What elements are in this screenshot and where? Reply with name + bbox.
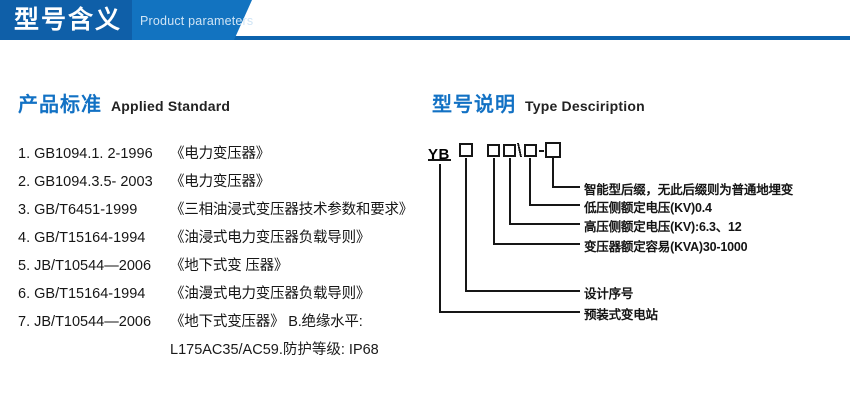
standard-name: 《油漫式电力变压器负载导则》 xyxy=(170,286,371,302)
annotation-design-serial: 设计序号 xyxy=(584,287,634,301)
type-code-diagram: YB 智能型后缀，无此后缀则为普通地埋变 低压侧额定电压(KV)0.4 高压侧额… xyxy=(420,140,850,340)
standard-code: 3. GB/T6451-1999 xyxy=(18,202,138,218)
list-item: 7. JB/T10544—2006 《地下式变压器》 B.绝缘水平: xyxy=(18,310,438,338)
section-heading-type-description: 型号说明 Type Desciription xyxy=(432,88,645,117)
list-item: 2. GB1094.3.5- 2003 《电力变压器》 xyxy=(18,170,438,198)
annotation-smart-suffix: 智能型后缀，无此后缀则为普通地埋变 xyxy=(584,183,794,197)
standard-name-continuation: L175AC35/AC59.防护等级: IP68 xyxy=(170,342,379,358)
header-title-cn: 型号含义 xyxy=(14,6,123,34)
annotation-hv-voltage: 高压侧额定电压(KV):6.3、12 xyxy=(584,220,742,234)
list-item: 4. GB/T15164-1994 《油浸式电力变压器负载导则》 xyxy=(18,226,438,254)
standard-code: 1. GB1094.1. 2-1996 xyxy=(18,146,153,162)
standard-code: 7. JB/T10544—2006 xyxy=(18,314,152,330)
standard-name: 《油浸式电力变压器负载导则》 xyxy=(170,230,371,246)
applied-standard-list: 1. GB1094.1. 2-1996 《电力变压器》 2. GB1094.3.… xyxy=(18,142,438,366)
section-heading-applied-standard: 产品标准 Applied Standard xyxy=(18,88,230,117)
standard-name: 《三相油浸式变压器技术参数和要求》 xyxy=(170,202,414,218)
section-heading-en: Type Desciription xyxy=(525,98,645,114)
list-item: 3. GB/T6451-1999 《三相油浸式变压器技术参数和要求》 xyxy=(18,198,438,226)
annotation-lv-voltage: 低压侧额定电压(KV)0.4 xyxy=(584,201,712,215)
type-code-prefix: YB xyxy=(428,146,450,163)
section-heading-cn: 产品标准 xyxy=(18,94,102,116)
page-header: 型号含义 Product parameters xyxy=(0,0,850,46)
section-heading-en: Applied Standard xyxy=(111,98,231,114)
diagram-leader-lines xyxy=(428,142,580,313)
standard-code: 4. GB/T15164-1994 xyxy=(18,230,146,246)
standard-name: 《电力变压器》 xyxy=(170,174,271,190)
standard-code: 2. GB1094.3.5- 2003 xyxy=(18,174,153,190)
section-heading-cn: 型号说明 xyxy=(432,94,516,116)
list-item: 5. JB/T10544—2006 《地下式变 压器》 xyxy=(18,254,438,282)
list-item: 1. GB1094.1. 2-1996 《电力变压器》 xyxy=(18,142,438,170)
standard-name: 《地下式变 压器》 xyxy=(170,258,289,274)
list-item: 6. GB/T15164-1994 《油漫式电力变压器负载导则》 xyxy=(18,282,438,310)
standard-name: 《电力变压器》 xyxy=(170,146,271,162)
header-banner-dark-block xyxy=(0,0,132,40)
annotation-rated-capacity: 变压器额定容易(KVA)30-1000 xyxy=(584,240,748,254)
standard-code: 5. JB/T10544—2006 xyxy=(18,258,152,274)
annotation-substation-type: 预装式变电站 xyxy=(584,308,658,322)
standard-name: 《地下式变压器》 B.绝缘水平: xyxy=(170,314,363,330)
header-title-en: Product parameters xyxy=(140,14,254,28)
header-underline-rule xyxy=(0,36,850,40)
standard-code: 6. GB/T15164-1994 xyxy=(18,286,146,302)
